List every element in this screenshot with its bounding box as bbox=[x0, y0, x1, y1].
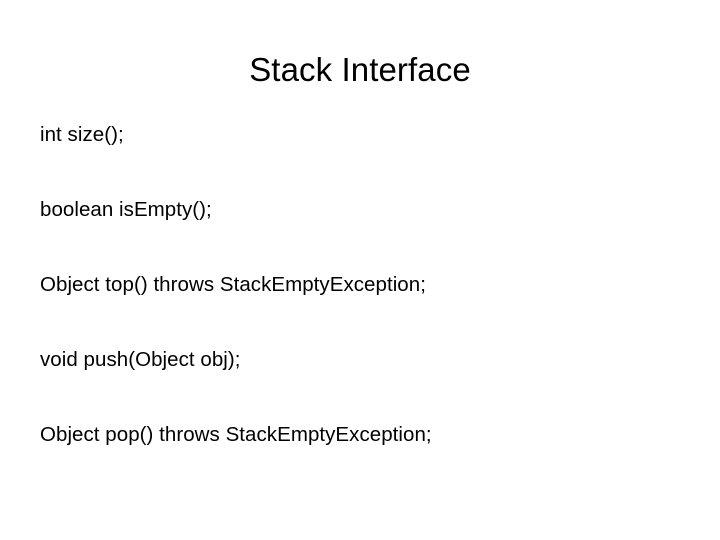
method-signature-list: int size(); boolean isEmpty(); Object to… bbox=[40, 122, 690, 448]
list-item: boolean isEmpty(); bbox=[40, 198, 212, 221]
list-item: Object top() throws StackEmptyException; bbox=[40, 273, 426, 296]
page-title: Stack Interface bbox=[249, 51, 471, 88]
list-item: int size(); bbox=[40, 123, 124, 146]
list-item: Object pop() throws StackEmptyException; bbox=[40, 423, 432, 446]
list-item: void push(Object obj); bbox=[40, 348, 241, 371]
